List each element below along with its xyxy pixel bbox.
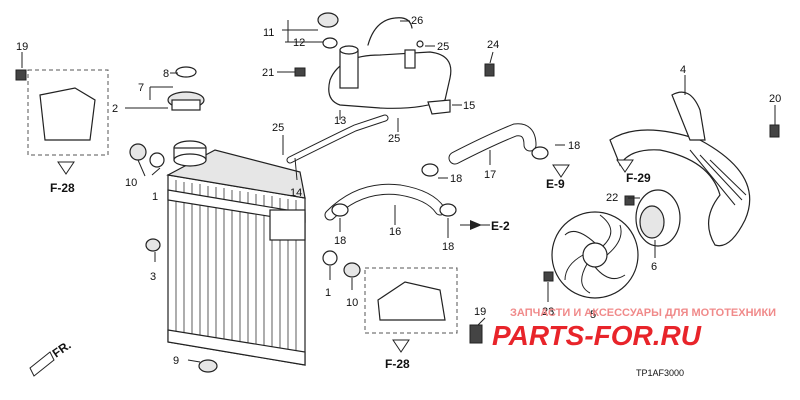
label-16: 16 (389, 226, 401, 238)
radiator (166, 140, 306, 366)
label-19a: 19 (16, 41, 28, 53)
label-7: 7 (138, 82, 144, 94)
label-25c: 25 (388, 133, 400, 145)
clamp-18-a (421, 163, 439, 177)
ref-e2: E-2 (491, 219, 510, 233)
clamp-18-b (331, 203, 349, 217)
label-10a: 10 (125, 177, 137, 189)
label-17: 17 (484, 169, 496, 181)
bolt-24 (484, 63, 495, 77)
label-8: 8 (163, 68, 169, 80)
cooling-fan (551, 211, 639, 299)
label-1b: 1 (325, 287, 331, 299)
label-15: 15 (463, 100, 475, 112)
bolt-19-left (15, 69, 27, 81)
label-4: 4 (680, 64, 686, 76)
collar-1-upper (149, 152, 165, 168)
label-10b: 10 (346, 297, 358, 309)
label-2: 2 (112, 103, 118, 115)
label-13: 13 (334, 115, 346, 127)
bolt-22 (624, 195, 635, 206)
label-9: 9 (173, 355, 179, 367)
label-11: 11 (263, 27, 274, 39)
tank-bracket (427, 99, 451, 115)
cap-gasket-8 (175, 66, 197, 78)
label-14: 14 (290, 187, 302, 199)
label-25b: 25 (272, 122, 284, 134)
overflow-hose (367, 17, 413, 46)
collar-1-lower (322, 250, 338, 266)
diagram-code: TP1AF3000 (636, 368, 684, 378)
label-23: 23 (542, 306, 554, 318)
fan-motor (635, 189, 681, 247)
ref-f29: F-29 (626, 171, 651, 185)
watermark-brand: PARTS-FOR.RU (492, 320, 702, 351)
label-18c: 18 (442, 241, 454, 253)
ref-f28-left: F-28 (50, 181, 75, 195)
label-5: 5 (590, 309, 596, 321)
ref-f28-lower: F-28 (385, 357, 410, 371)
ref-e9: E-9 (546, 177, 565, 191)
label-3: 3 (150, 271, 156, 283)
label-18a: 18 (450, 173, 462, 185)
reserve-tank (328, 45, 452, 109)
grommet-10-lower (343, 262, 361, 278)
radiator-bracket-left (39, 87, 96, 141)
grommet-10-upper (129, 143, 147, 161)
label-26: 26 (411, 15, 423, 27)
cap-seal (322, 37, 338, 49)
label-6: 6 (651, 261, 657, 273)
ref-arrows (29, 159, 634, 377)
drain-grommet-9 (198, 359, 218, 373)
label-12: 12 (293, 37, 305, 49)
label-25a: 25 (437, 41, 449, 53)
hose-clip-25 (416, 40, 424, 48)
ref-front: FR. (50, 338, 74, 361)
clamp-18-d (531, 146, 549, 160)
label-21: 21 (262, 67, 274, 79)
label-24: 24 (487, 39, 499, 51)
radiator-bracket-right (377, 281, 446, 321)
label-20: 20 (769, 93, 781, 105)
bolt-19-lower (469, 324, 483, 344)
label-18b: 18 (334, 235, 346, 247)
nut-23 (543, 271, 554, 282)
grommet-3 (145, 238, 161, 252)
bolt-20 (769, 124, 780, 138)
bracket-box-right (364, 267, 458, 334)
watermark-tagline: ЗАПЧАСТИ И АКСЕССУАРЫ ДЛЯ МОТОТЕХНИКИ (510, 307, 776, 319)
fan-shroud (609, 91, 751, 247)
label-22: 22 (606, 192, 618, 204)
clamp-18-c (439, 203, 457, 217)
bolt-21 (294, 67, 306, 77)
reserve-cap (317, 12, 339, 28)
label-18d: 18 (568, 140, 580, 152)
part-number-labels: 19 2 7 8 11 12 21 13 26 25 24 15 25 25 1… (16, 15, 781, 367)
bracket-box-left (27, 69, 109, 156)
label-19b: 19 (474, 306, 486, 318)
label-1a: 1 (152, 191, 158, 203)
